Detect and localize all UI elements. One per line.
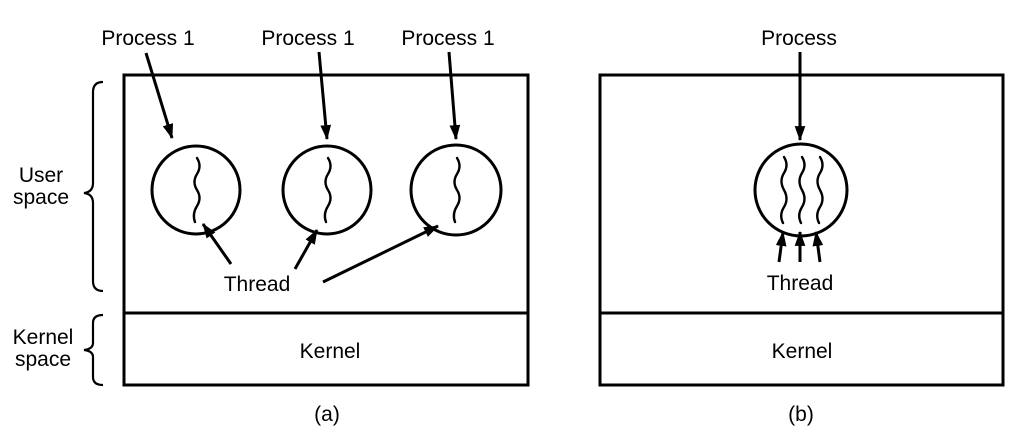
panel-a-process-circle-2: [281, 144, 373, 236]
kernel-space-label-line2: space: [15, 348, 71, 371]
panel-a-process-circle-1: [150, 144, 242, 236]
panel-a-thread-arrow-3: [322, 224, 439, 284]
panel-a-thread-squiggle-2: [323, 156, 332, 224]
user-space-label-line1: User: [19, 164, 63, 187]
panel-b-thread-label: Thread: [767, 272, 834, 295]
panel-a-thread-label: Thread: [224, 273, 291, 296]
panel-a-process-label-1: Process 1: [101, 27, 194, 50]
panel-b-thread-arrow-3: [812, 230, 824, 263]
panel-a-caption: (a): [314, 403, 340, 426]
panel-a-process-arrow-1: [144, 52, 174, 140]
panel-a-process-label-3: Process 1: [401, 27, 494, 50]
panel-a-box: [122, 73, 530, 387]
panel-b-thread-squiggle-1: [780, 155, 788, 225]
panel-a-kernel-label: Kernel: [300, 340, 361, 363]
panel-a-thread-squiggle-3: [452, 156, 461, 224]
user-space-label-line2: space: [13, 186, 69, 209]
panel-a-process-circle-3: [409, 143, 503, 237]
panel-b-caption: (b): [788, 403, 814, 426]
panel-b-thread-squiggle-2: [798, 155, 806, 225]
user-space-brace: [83, 80, 104, 293]
panel-a-process-arrow-3: [447, 51, 461, 141]
panel-a-thread-arrow-1: [201, 223, 233, 265]
panel-b-kernel-label: Kernel: [772, 340, 833, 363]
panel-a-thread-arrow-2: [293, 229, 319, 270]
panel-b-thread-arrow-1: [775, 230, 787, 263]
panel-a-thread-squiggle-1: [192, 156, 201, 224]
panel-b-process-label: Process: [761, 27, 837, 50]
panel-a-process-label-2: Process 1: [261, 27, 354, 50]
kernel-space-brace: [83, 313, 104, 387]
kernel-space-label-line1: Kernel: [13, 326, 74, 349]
panel-a-process-arrow-2: [317, 51, 332, 141]
panel-b-thread-squiggle-3: [816, 155, 824, 225]
